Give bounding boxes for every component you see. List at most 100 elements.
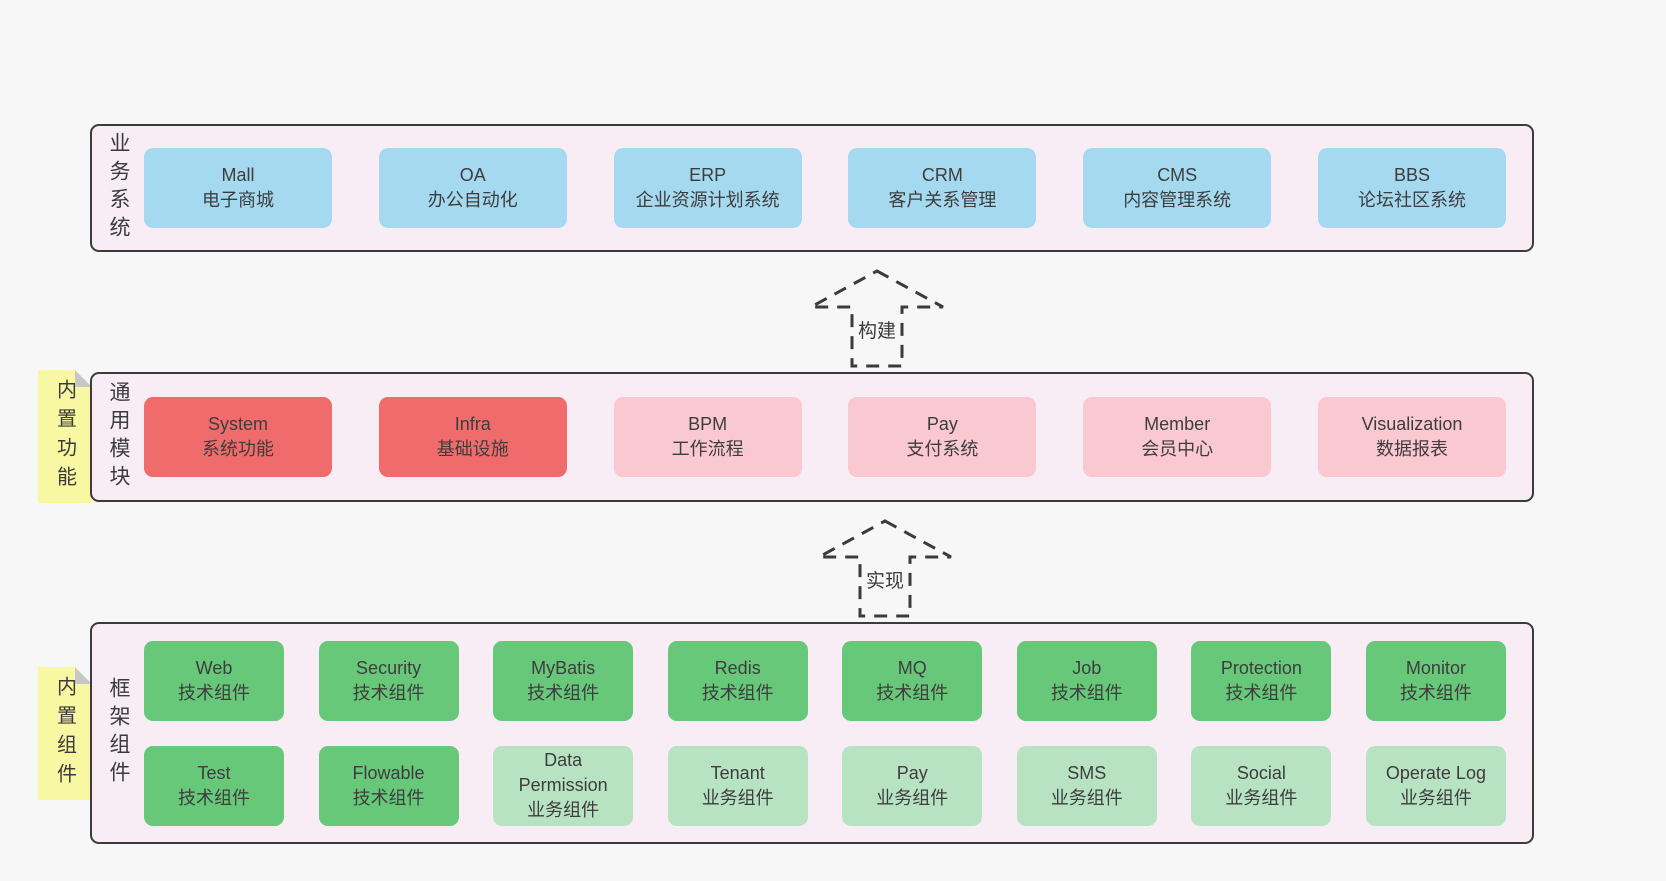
box-title: BBS: [1393, 165, 1430, 186]
tag-built-in-components-label: 内置组件: [53, 675, 76, 792]
box-title: Pay: [896, 762, 928, 783]
panel-business-systems-label: 业务系统: [107, 132, 130, 244]
box-subtitle: 技术组件: [352, 787, 425, 808]
panel-framework-components: 框架组件 Web 技术组件 Security 技术组件 MyBatis 技术组件…: [90, 622, 1534, 844]
box-title: Flowable: [352, 762, 425, 783]
box-crm: CRM 客户关系管理: [848, 148, 1037, 228]
panel-business-systems: 业务系统 Mall 电子商城 OA 办公自动化 ERP 企业资源计划系统 CRM…: [90, 124, 1534, 252]
panel-common-modules-label: 通用模块: [107, 381, 130, 493]
up-block-arrow-icon: [810, 269, 944, 368]
box-subtitle: 客户关系管理: [888, 190, 997, 210]
box-visualization: Visualization 数据报表: [1317, 397, 1506, 477]
box-title: Security: [356, 657, 422, 678]
arrow-implement-label: 实现: [861, 566, 909, 593]
box-title: Visualization: [1361, 414, 1463, 435]
box-title: CMS: [1157, 165, 1198, 186]
box-title: BPM: [688, 414, 728, 435]
box-subtitle: 技术组件: [1225, 682, 1298, 703]
box-web: Web 技术组件: [144, 640, 284, 721]
box-title: Monitor: [1405, 657, 1466, 678]
box-title: Social: [1236, 762, 1286, 783]
box-subtitle: 会员中心: [1141, 439, 1214, 459]
box-title: MyBatis: [531, 657, 596, 678]
box-subtitle: 业务组件: [527, 799, 600, 820]
box-subtitle: 业务组件: [1225, 787, 1298, 808]
box-subtitle: 数据报表: [1375, 439, 1448, 459]
arrow-build: 构建: [807, 268, 947, 368]
box-sms: SMS 业务组件: [1016, 745, 1157, 826]
box-title: System: [207, 414, 268, 435]
box-job: Job 技术组件: [1016, 640, 1157, 721]
box-title: Member: [1144, 414, 1211, 435]
box-infra: Infra 基础设施: [378, 397, 567, 477]
components-boxes: Web 技术组件 Security 技术组件 MyBatis 技术组件 Redi…: [144, 624, 1532, 842]
box-subtitle: 支付系统: [906, 439, 979, 459]
box-monitor: Monitor 技术组件: [1365, 640, 1506, 721]
box-bbs: BBS 论坛社区系统: [1317, 148, 1506, 228]
box-tenant: Tenant 业务组件: [667, 745, 808, 826]
box-subtitle: 电子商城: [202, 190, 274, 210]
box-title: Redis: [714, 657, 761, 678]
box-title: Tenant: [710, 762, 765, 783]
box-subtitle: 技术组件: [701, 682, 774, 703]
panel-framework-components-label: 框架组件: [107, 677, 130, 789]
box-title: CRM: [921, 165, 963, 186]
tag-built-in-features-label: 内置功能: [53, 378, 76, 495]
business-row: Mall 电子商城 OA 办公自动化 ERP 企业资源计划系统 CRM 客户关系…: [144, 148, 1506, 228]
box-subtitle: 系统功能: [202, 439, 274, 459]
box-erp: ERP 企业资源计划系统: [613, 148, 802, 228]
box-redis: Redis 技术组件: [667, 640, 808, 721]
box-subtitle: 企业资源计划系统: [635, 190, 780, 210]
box-security: Security 技术组件: [318, 640, 459, 721]
up-block-arrow-icon: [818, 519, 952, 618]
box-subtitle: 工作流程: [671, 439, 744, 459]
modules-boxes: System 系统功能 Infra 基础设施 BPM 工作流程 Pay 支付系统…: [144, 374, 1532, 500]
box-title: Operate Log: [1385, 762, 1486, 783]
box-title: Infra: [454, 414, 491, 435]
box-pay: Pay 支付系统: [848, 397, 1037, 477]
box-title: Protection: [1220, 657, 1302, 678]
tag-built-in-features: 内置功能: [38, 370, 92, 503]
box-title: Pay: [926, 414, 958, 435]
box-cms: CMS 内容管理系统: [1083, 148, 1272, 228]
box-subtitle: 论坛社区系统: [1357, 190, 1466, 210]
box-subtitle: 业务组件: [876, 787, 949, 808]
box-subtitle: 基础设施: [436, 439, 509, 459]
box-oa: OA 办公自动化: [378, 148, 567, 228]
box-subtitle: 业务组件: [1399, 787, 1472, 808]
box-subtitle: 内容管理系统: [1123, 190, 1232, 210]
box-subtitle: 业务组件: [1050, 787, 1123, 808]
box-subtitle: 技术组件: [876, 682, 949, 703]
box-data-permission: Data Permission 业务组件: [493, 745, 634, 826]
arrow-implement: 实现: [815, 518, 955, 618]
panel-common-modules: 通用模块 System 系统功能 Infra 基础设施 BPM 工作流程 Pay…: [90, 372, 1534, 502]
box-bpm: BPM 工作流程: [613, 397, 802, 477]
box-title: ERP: [689, 165, 727, 186]
box-test: Test 技术组件: [144, 745, 284, 826]
box-title: Data Permission: [518, 750, 608, 796]
components-row-1: Web 技术组件 Security 技术组件 MyBatis 技术组件 Redi…: [144, 640, 1506, 721]
box-protection: Protection 技术组件: [1191, 640, 1332, 721]
box-title: OA: [459, 165, 486, 186]
box-operate-log: Operate Log 业务组件: [1365, 745, 1506, 826]
box-title: Test: [197, 762, 231, 783]
box-social: Social 业务组件: [1191, 745, 1332, 826]
box-title: Job: [1072, 657, 1102, 678]
box-mq: MQ 技术组件: [842, 640, 983, 721]
box-subtitle: 技术组件: [1050, 682, 1123, 703]
components-row-2: Test 技术组件 Flowable 技术组件 Data Permission …: [144, 745, 1506, 826]
box-subtitle: 技术组件: [178, 787, 250, 808]
arrow-build-label: 构建: [853, 316, 901, 343]
tag-built-in-components: 内置组件: [38, 667, 92, 800]
box-flowable: Flowable 技术组件: [318, 745, 459, 826]
box-subtitle: 办公自动化: [427, 190, 518, 210]
box-subtitle: 技术组件: [1399, 682, 1472, 703]
box-subtitle: 技术组件: [178, 682, 250, 703]
modules-row: System 系统功能 Infra 基础设施 BPM 工作流程 Pay 支付系统…: [144, 397, 1506, 477]
business-boxes: Mall 电子商城 OA 办公自动化 ERP 企业资源计划系统 CRM 客户关系…: [144, 126, 1532, 250]
box-system: System 系统功能: [144, 397, 332, 477]
box-title: Web: [195, 657, 233, 678]
box-pay-business: Pay 业务组件: [842, 745, 983, 826]
box-title: Mall: [221, 165, 255, 186]
box-subtitle: 技术组件: [352, 682, 425, 703]
